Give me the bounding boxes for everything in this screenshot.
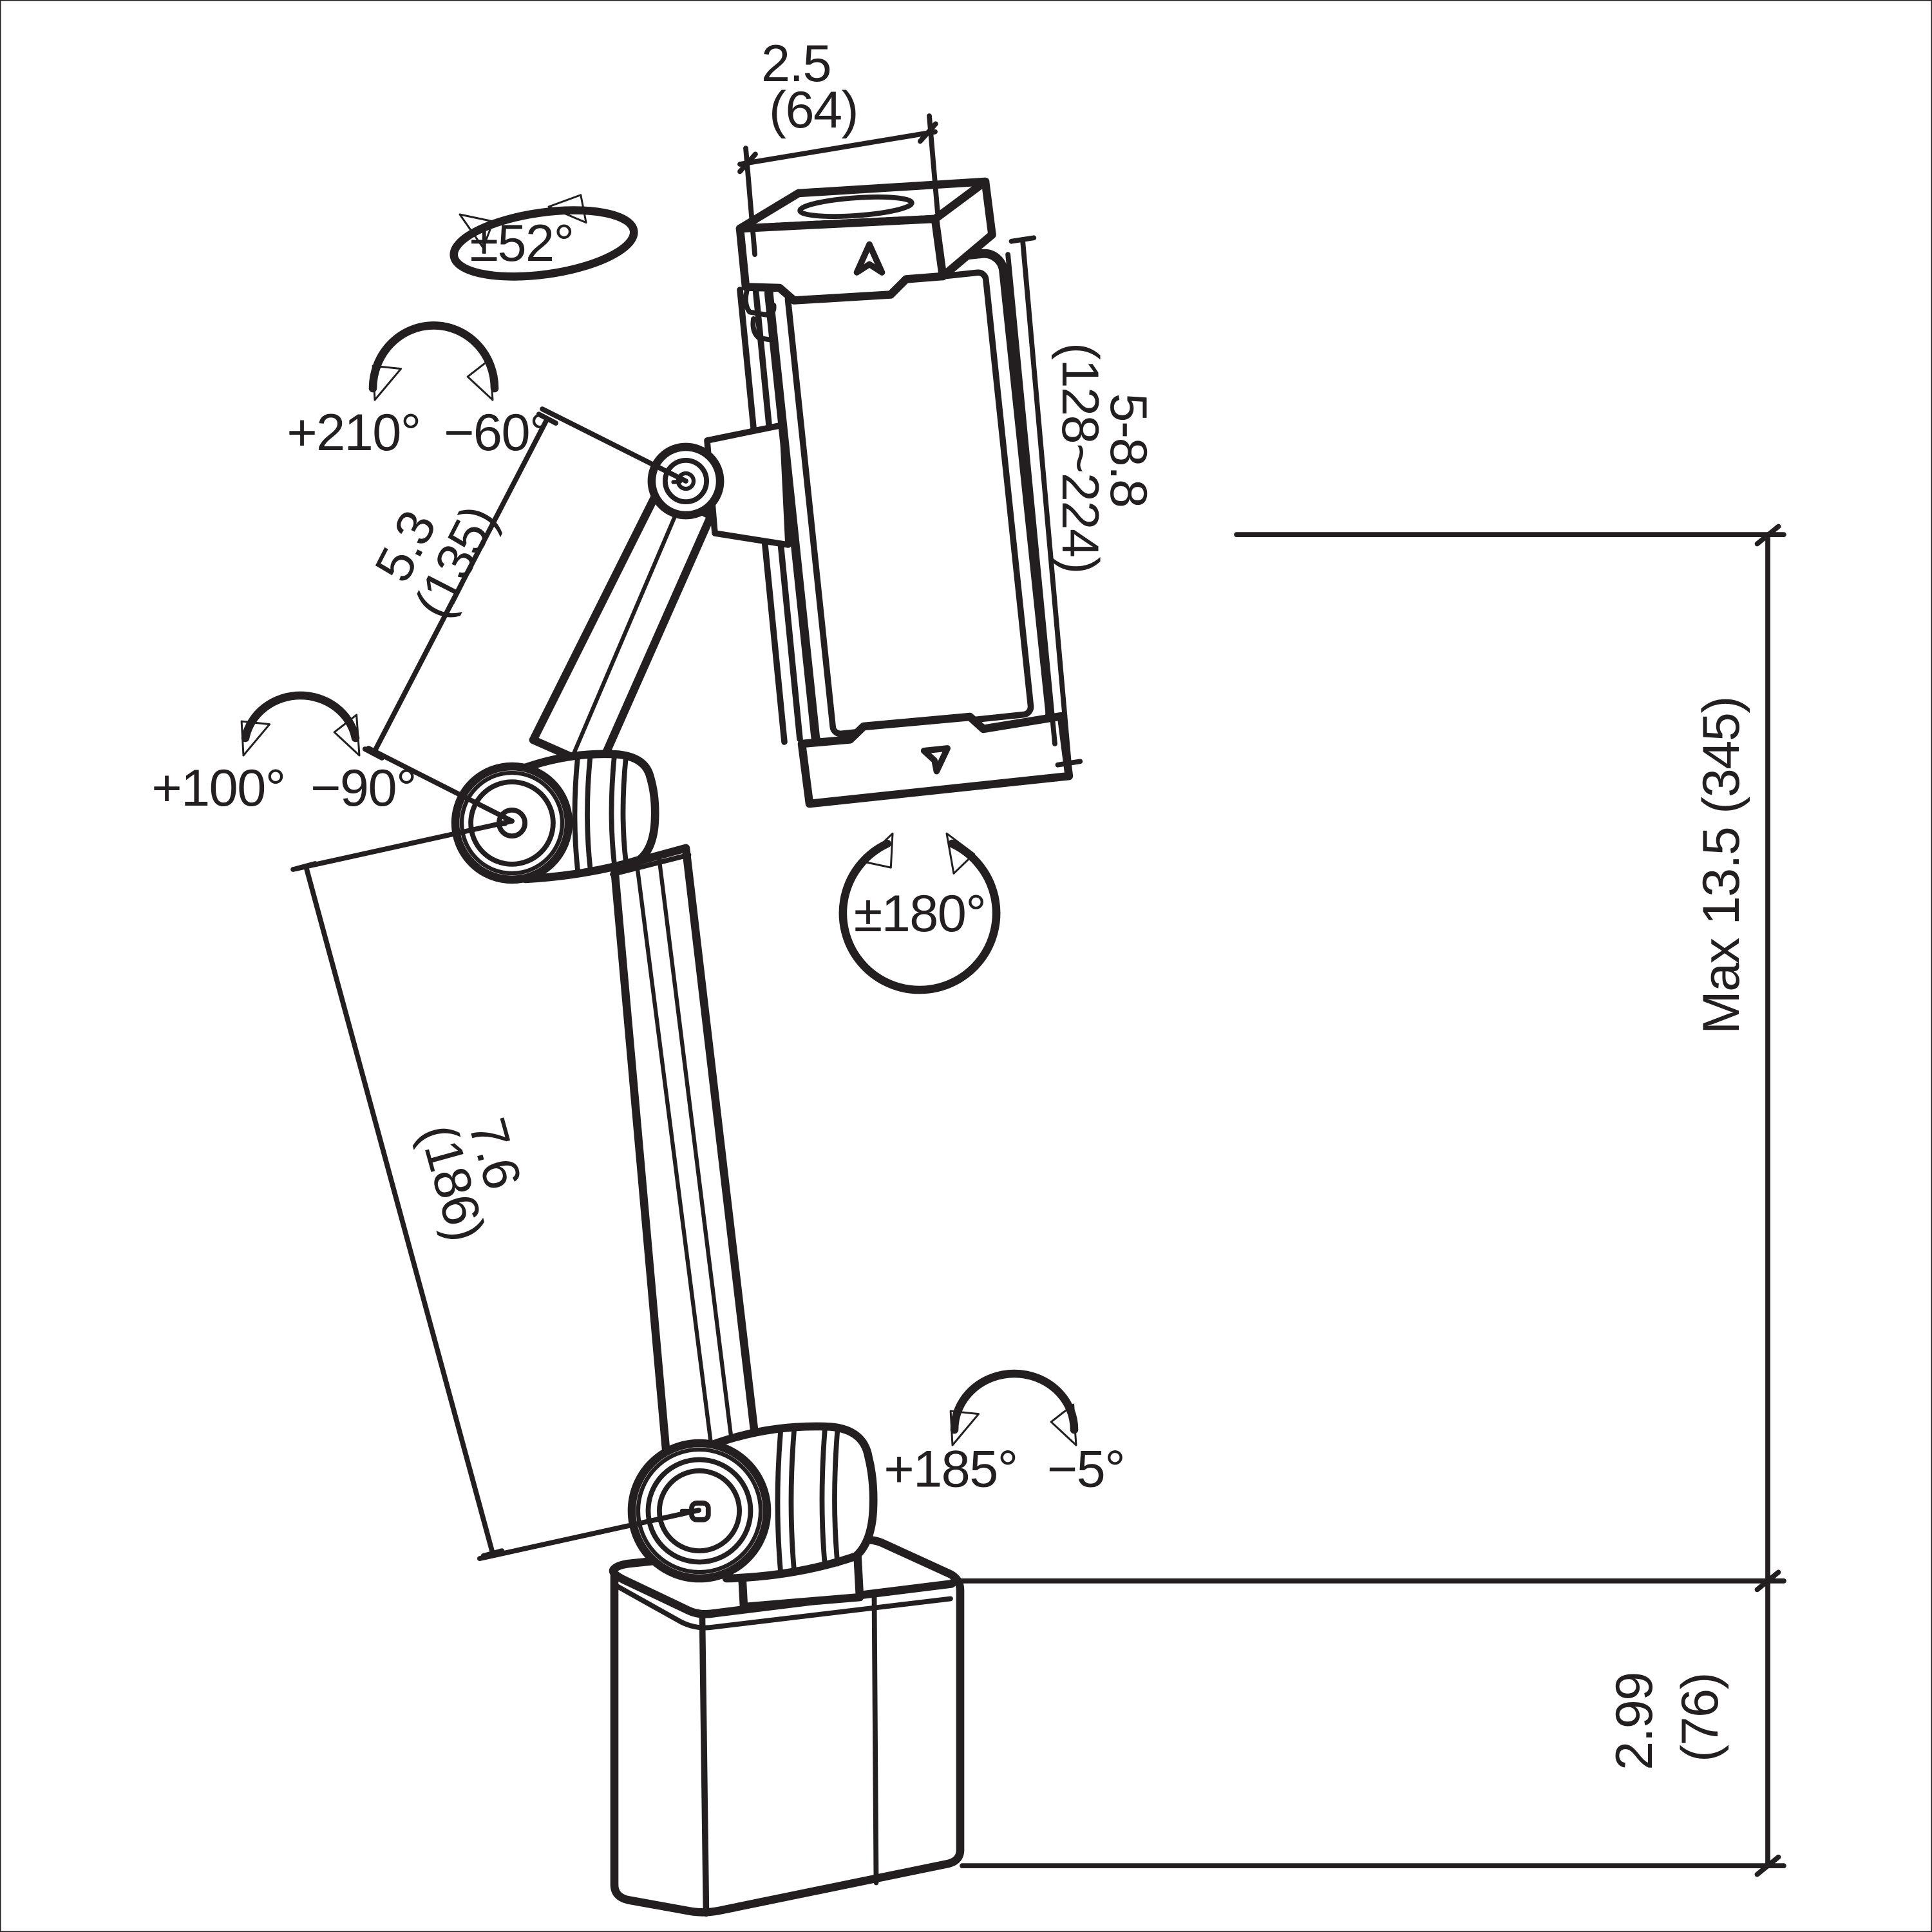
upper-arm [529, 484, 715, 773]
rotation-arm-swivel: ±180° [838, 826, 1001, 994]
label-tilt-minus: −60° [444, 404, 549, 462]
label-holder-swivel: ±52° [470, 214, 574, 272]
rotation-holder-swivel: ±52° [450, 191, 638, 281]
tablet [764, 249, 1055, 757]
label-elbow-minus: −90° [310, 759, 416, 817]
dimension-base-height: 2.99 (76) [958, 1578, 1786, 1869]
lower-arm [610, 844, 762, 1482]
dimension-max-height: Max 13.5 (345) [1234, 524, 1786, 1877]
dimension-holder-height: 5-8.8 (128~224) [1005, 235, 1157, 768]
tablet-screen [784, 269, 1034, 737]
rotation-circle-icon [838, 839, 1001, 994]
rotation-arc-icon [368, 321, 499, 393]
clamp-slot [797, 194, 914, 219]
label-holder-height-mm: (128~224) [1051, 343, 1109, 573]
swivel-ellipse-icon [450, 206, 638, 281]
rotation-holder-tilt: +210° −60° [287, 321, 550, 462]
top-clamp [735, 177, 996, 343]
rotation-elbow: +100° −90° [151, 691, 417, 817]
label-clamp-width-mm: (64) [769, 81, 858, 139]
rotation-arc-icon [241, 691, 360, 743]
label-base-tilt-plus: +185° [884, 1441, 1017, 1499]
label-base-height-in: 2.99 [1605, 1672, 1663, 1770]
label-arm-swivel: ±180° [854, 885, 986, 943]
label-holder-height-in: 5-8.8 [1099, 393, 1157, 507]
rotation-arc-icon [950, 1369, 1079, 1434]
arrow-down-icon [920, 745, 951, 775]
label-base-height-mm: (76) [1671, 1673, 1729, 1762]
label-elbow-plus: +100° [151, 759, 285, 817]
dimension-clamp-width: 2.5 (64) [737, 35, 940, 257]
rotation-base-tilt: +185° −5° [884, 1369, 1126, 1499]
label-base-tilt-minus: −5° [1047, 1441, 1124, 1499]
middle-joint [451, 750, 659, 884]
label-max-height: Max 13.5 (345) [1692, 697, 1750, 1034]
bottom-clamp [797, 712, 1074, 808]
bottom-joint [627, 1422, 878, 1583]
label-tilt-plus: +210° [287, 404, 420, 462]
label-clamp-width-in: 2.5 [761, 35, 831, 93]
arrow-up-icon [853, 241, 886, 276]
